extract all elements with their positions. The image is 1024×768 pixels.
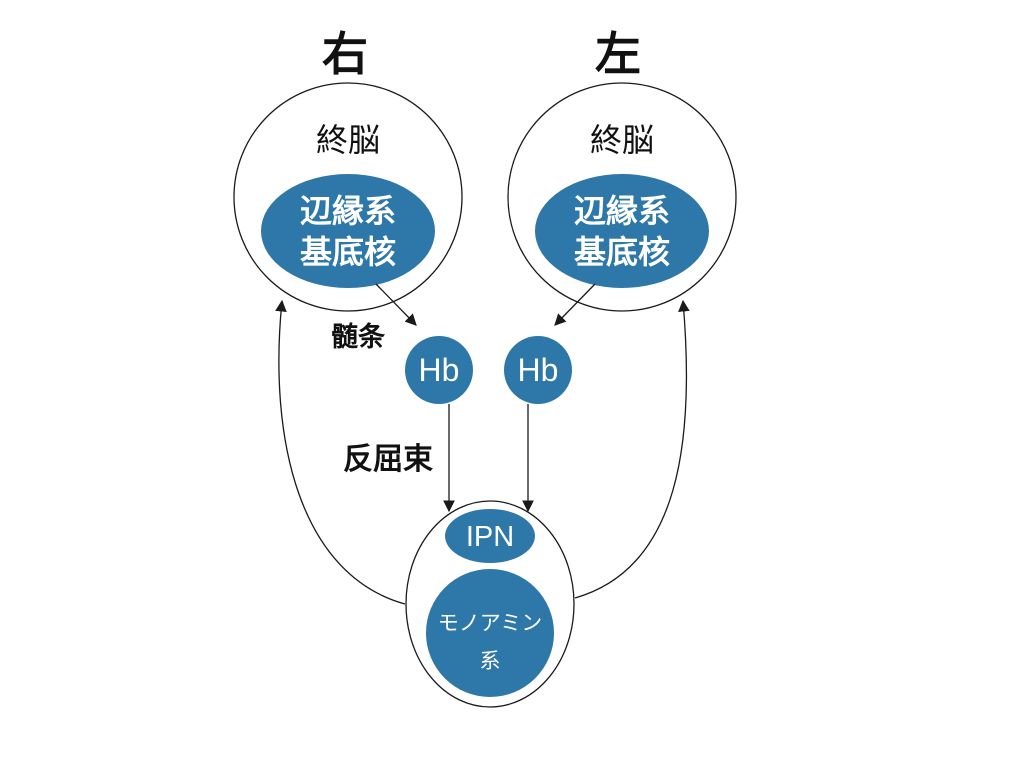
left-habenula-node	[504, 336, 572, 404]
left-limbic-basal-ganglia-node	[535, 174, 709, 288]
right-habenula-label: Hb	[419, 352, 460, 388]
left-stria-medullaris-arrow	[554, 283, 596, 326]
left-side-title: 左	[595, 27, 641, 81]
ipn-node	[445, 509, 535, 563]
right-telencephalon-label: 終脳	[316, 121, 380, 159]
fasciculus-retroflexus-label: 反屈束	[343, 442, 433, 477]
ipn-label: IPN	[466, 521, 514, 553]
monoamine-label: モノアミン	[438, 611, 543, 635]
left-basal-ganglia-label: 基底核	[574, 233, 670, 271]
midbrain-group: IPN モノアミン 系	[405, 500, 575, 708]
stria-medullaris-label: 髄条	[331, 322, 386, 353]
monoamine-system-label: 系	[480, 649, 501, 673]
right-telencephalon: 終脳 辺縁系 基底核	[233, 82, 463, 312]
right-stria-medullaris-arrow	[375, 283, 417, 326]
right-basal-ganglia-label: 基底核	[300, 233, 396, 271]
monoamine-system-node	[426, 569, 554, 697]
left-telencephalon-label: 終脳	[590, 121, 654, 159]
right-side-title: 右	[322, 27, 368, 81]
right-limbic-label: 辺縁系	[300, 192, 396, 230]
right-limbic-basal-ganglia-node	[261, 174, 435, 288]
right-habenula-node	[405, 336, 473, 404]
right-ascending-projection-arrow	[275, 299, 406, 605]
left-limbic-label: 辺縁系	[574, 192, 670, 230]
left-telencephalon: 終脳 辺縁系 基底核	[507, 82, 737, 312]
left-habenula-label: Hb	[518, 352, 559, 388]
left-ascending-projection-arrow	[574, 299, 690, 599]
